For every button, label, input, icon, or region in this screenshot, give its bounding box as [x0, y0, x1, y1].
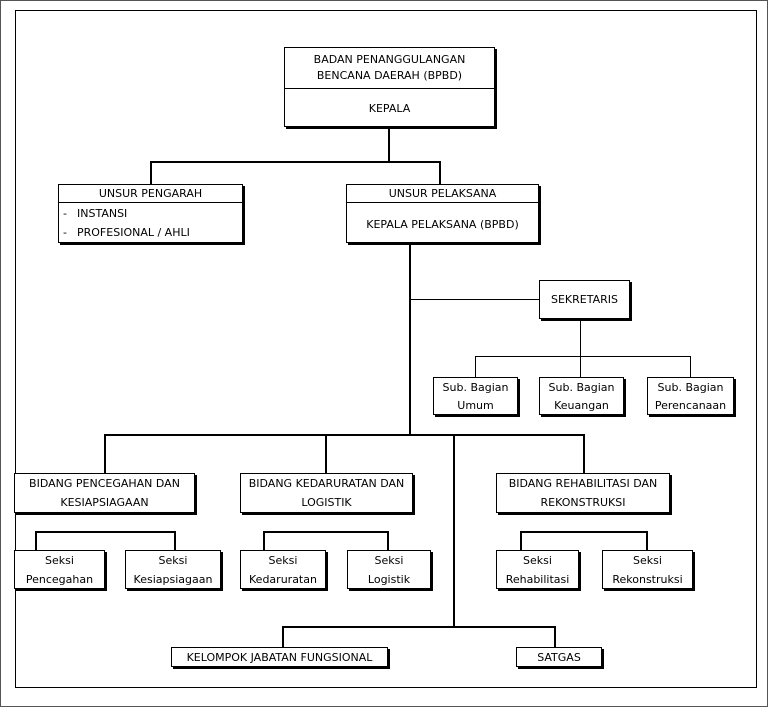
sub-bagian-name: Keuangan [554, 399, 609, 412]
connector-line [475, 356, 476, 377]
satgas-box: SATGAS [516, 647, 602, 667]
pengarah-item-instansi: INSTANSI [77, 207, 128, 220]
seksi-label: Seksi [374, 554, 404, 567]
sekretaris-box: SEKRETARIS [539, 280, 630, 319]
sub-bagian-name: Umum [457, 399, 494, 412]
connector-line [580, 356, 581, 377]
connector-line [439, 161, 441, 185]
satgas-label: SATGAS [537, 651, 581, 664]
connector-line [104, 434, 106, 474]
seksi-name: Kedaruratan [249, 573, 317, 586]
seksi-label: Seksi [158, 554, 188, 567]
connector-line [150, 161, 152, 185]
connector-line [325, 434, 327, 474]
connector-line [174, 531, 176, 550]
connector-line [263, 531, 265, 550]
sub-bagian-label: Sub. Bagian [548, 381, 615, 394]
kepala-pelaksana: KEPALA PELAKSANA (BPBD) [366, 218, 519, 231]
connector-line [475, 356, 691, 357]
kelompok-jabatan-fungsional-box: KELOMPOK JABATAN FUNGSIONAL [171, 647, 388, 667]
bidang-title-line1: BIDANG PENCEGAHAN DAN [29, 477, 180, 490]
fungsional-label: KELOMPOK JABATAN FUNGSIONAL [186, 651, 373, 664]
seksi-kedaruratan-box: Seksi Kedaruratan [240, 550, 326, 589]
connector-line [282, 626, 284, 648]
seksi-rekonstruksi-box: Seksi Rekonstruksi [602, 550, 693, 589]
connector-line [387, 531, 389, 550]
connector-line [583, 434, 585, 474]
unsur-pelaksana-title: UNSUR PELAKSANA [388, 187, 497, 200]
connector-line [520, 531, 648, 533]
seksi-label: Seksi [45, 554, 74, 567]
seksi-name: Pencegahan [25, 573, 94, 586]
bidang-title-line1: BIDANG KEDARURATAN DAN [248, 477, 405, 490]
sub-bagian-perencanaan-box: Sub. Bagian Perencanaan [647, 377, 734, 415]
connector-line [282, 626, 556, 628]
sub-bagian-label: Sub. Bagian [442, 381, 509, 394]
divider [285, 88, 494, 89]
connector-line [690, 356, 691, 377]
seksi-pencegahan-box: Seksi Pencegahan [14, 550, 105, 589]
seksi-name: Rekonstruksi [612, 573, 683, 586]
connector-line [263, 531, 389, 533]
bpbd-name-line1: BADAN PENANGGULANGAN [313, 53, 466, 66]
pengarah-item-bullet: - [63, 207, 67, 220]
connector-line [520, 531, 522, 550]
seksi-label: Seksi [523, 554, 552, 567]
inner-frame [15, 10, 757, 688]
bidang-pencegahan-box: BIDANG PENCEGAHAN DAN KESIAPSIAGAAN [14, 473, 195, 513]
connector-line [150, 161, 440, 163]
seksi-name: Rehabilitasi [505, 573, 570, 586]
seksi-rehabilitasi-box: Seksi Rehabilitasi [496, 550, 579, 589]
sub-bagian-keuangan-box: Sub. Bagian Keuangan [539, 377, 624, 415]
bpbd-head: KEPALA [368, 102, 411, 115]
pengarah-item-bullet: - [63, 226, 67, 239]
seksi-label: Seksi [633, 554, 662, 567]
connector-line [554, 626, 556, 648]
connector-line [388, 127, 390, 162]
unsur-pengarah-title: UNSUR PENGARAH [98, 187, 203, 200]
divider [59, 202, 242, 203]
connector-line [453, 434, 455, 627]
divider [347, 202, 538, 203]
connector-line [35, 531, 176, 533]
bidang-kedaruratan-box: BIDANG KEDARURATAN DAN LOGISTIK [240, 473, 413, 513]
bpbd-box: BADAN PENANGGULANGAN BENCANA DAERAH (BPB… [284, 47, 495, 127]
connector-line [409, 299, 540, 300]
sub-bagian-name: Perencanaan [654, 399, 727, 412]
bpbd-name-line2: BENCANA DAERAH (BPBD) [316, 69, 463, 82]
bidang-title-line2: REKONSTRUKSI [540, 496, 626, 509]
connector-line [580, 319, 581, 357]
bidang-title-line1: BIDANG REHABILITASI DAN [508, 477, 658, 490]
seksi-name: Kesiapsiagaan [133, 573, 213, 586]
connector-line [646, 531, 648, 550]
sub-bagian-umum-box: Sub. Bagian Umum [433, 377, 518, 415]
sekretaris-title: SEKRETARIS [551, 293, 618, 306]
sub-bagian-label: Sub. Bagian [657, 381, 724, 394]
unsur-pengarah-box: UNSUR PENGARAH - INSTANSI - PROFESIONAL … [58, 184, 243, 243]
connector-line [104, 434, 584, 436]
unsur-pelaksana-box: UNSUR PELAKSANA KEPALA PELAKSANA (BPBD) [346, 184, 539, 243]
seksi-name: Logistik [367, 573, 411, 586]
bidang-rehabilitasi-box: BIDANG REHABILITASI DAN REKONSTRUKSI [496, 473, 670, 513]
seksi-kesiapsiagaan-box: Seksi Kesiapsiagaan [125, 550, 221, 589]
pengarah-item-profesional: PROFESIONAL / AHLI [77, 226, 190, 239]
connector-line [409, 243, 411, 435]
bidang-title-line2: LOGISTIK [301, 496, 352, 509]
seksi-label: Seksi [268, 554, 298, 567]
connector-line [35, 531, 37, 550]
seksi-logistik-box: Seksi Logistik [347, 550, 431, 589]
bidang-title-line2: KESIAPSIAGAAN [60, 496, 149, 509]
